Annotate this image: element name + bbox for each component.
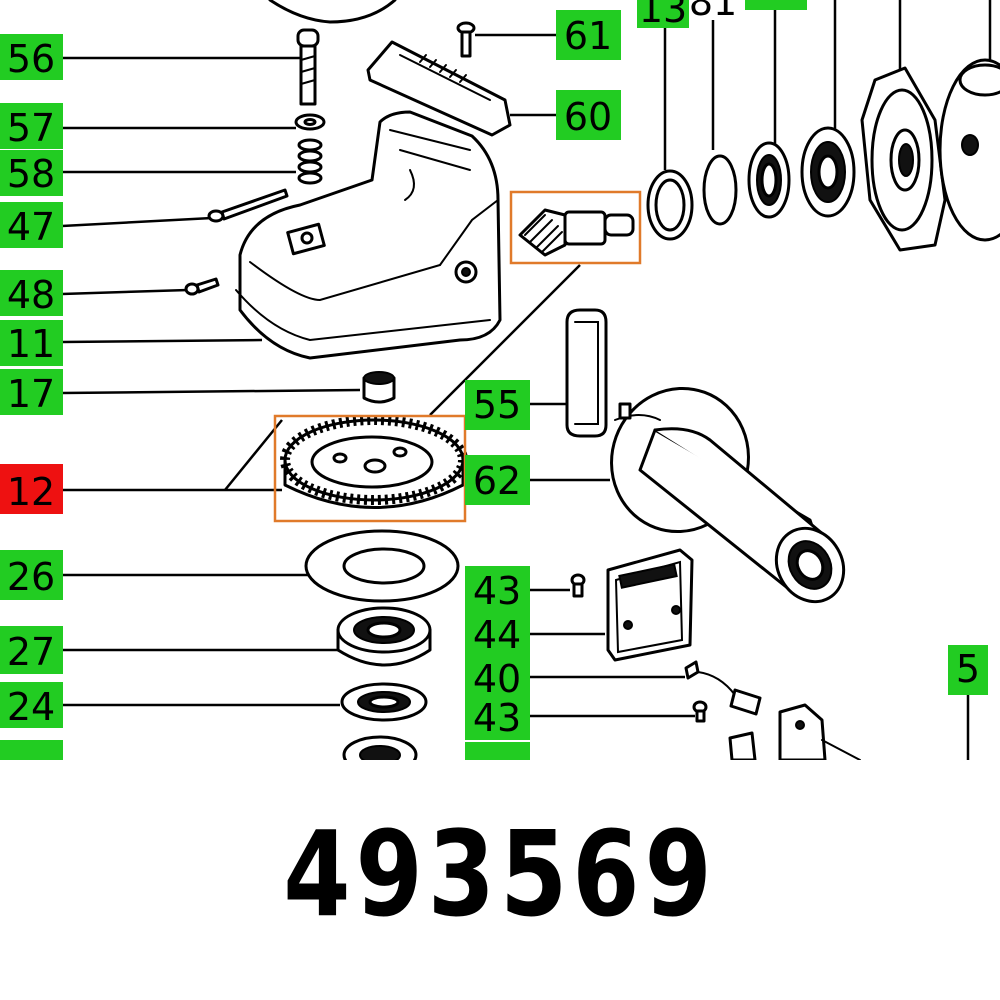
- part-labels: 56 57 58 47 48 11 17 12: [0, 0, 988, 760]
- svg-text:56: 56: [7, 37, 55, 81]
- label-11[interactable]: 11: [0, 320, 63, 366]
- svg-text:26: 26: [7, 555, 55, 599]
- bearing-part-27: [336, 606, 432, 667]
- label-17[interactable]: 17: [0, 369, 63, 416]
- label-5[interactable]: 5: [948, 645, 988, 695]
- svg-text:43: 43: [473, 569, 521, 613]
- o-ring-part-81: [702, 154, 738, 226]
- screw-part-43-lower: [692, 700, 708, 723]
- ring-part-top-3: [747, 141, 791, 219]
- side-handle-part-62: [610, 386, 846, 604]
- svg-text:60: 60: [564, 95, 612, 139]
- ring-part-24: [340, 682, 428, 722]
- svg-text:17: 17: [7, 372, 55, 416]
- svg-text:13: 13: [639, 0, 687, 31]
- screw-part-56: [296, 28, 320, 106]
- svg-text:55: 55: [473, 383, 521, 427]
- svg-text:27: 27: [7, 630, 55, 674]
- cover-part-60: [366, 40, 512, 137]
- svg-text:81: 81: [689, 0, 737, 24]
- svg-text:11: 11: [7, 322, 55, 366]
- svg-text:48: 48: [7, 273, 55, 317]
- label-62[interactable]: 62: [465, 455, 530, 505]
- label-55[interactable]: 55: [465, 380, 530, 430]
- clip-part-55: [565, 308, 608, 438]
- label-partial-bottom: [465, 742, 530, 760]
- pinion-gear: [518, 208, 635, 257]
- flange-part-top-5: [860, 66, 947, 252]
- washer-part-57: [294, 113, 326, 131]
- label-13[interactable]: 13: [637, 0, 689, 31]
- ring-part-13: [646, 169, 694, 241]
- leader-lines: [61, 0, 992, 760]
- label-44[interactable]: 44: [465, 612, 530, 657]
- pinion-highlight-box: [509, 190, 642, 265]
- label-47[interactable]: 47: [0, 202, 63, 249]
- svg-text:5: 5: [956, 647, 980, 691]
- top-housing-fragment: [268, 0, 397, 24]
- svg-text:44: 44: [473, 613, 521, 657]
- svg-text:40: 40: [473, 657, 521, 701]
- gear-housing-part-11: [235, 110, 502, 360]
- label-57[interactable]: 57: [0, 103, 63, 150]
- label-16-partial: [0, 740, 63, 760]
- label-27[interactable]: 27: [0, 626, 63, 674]
- label-48[interactable]: 48: [0, 270, 63, 317]
- spring-part-58: [297, 138, 323, 185]
- washer-part-26: [304, 529, 460, 603]
- label-43-lower[interactable]: 43: [465, 696, 530, 740]
- disc-part-top-6: [938, 58, 1000, 242]
- svg-text:58: 58: [7, 152, 55, 196]
- label-56[interactable]: 56: [0, 34, 63, 81]
- screw-part-47: [207, 188, 289, 223]
- svg-text:24: 24: [7, 685, 55, 729]
- carbon-brush-part-40: [684, 660, 762, 716]
- label-12-selected[interactable]: 12: [0, 464, 63, 514]
- label-40[interactable]: 40: [465, 656, 530, 701]
- switch-cover-part-44: [606, 548, 694, 662]
- label-26[interactable]: 26: [0, 550, 63, 600]
- svg-text:47: 47: [7, 205, 55, 249]
- bearing-part-top-4: [800, 126, 856, 218]
- svg-text:62: 62: [473, 459, 521, 503]
- svg-text:43: 43: [473, 696, 521, 740]
- svg-text:12: 12: [7, 470, 55, 514]
- article-number: 493569: [283, 805, 717, 943]
- label-60[interactable]: 60: [556, 90, 621, 140]
- bracket-fragment: [728, 703, 861, 760]
- bevel-gear-part-12: [280, 415, 468, 509]
- label-43-upper[interactable]: 43: [465, 566, 530, 613]
- label-81[interactable]: 81: [689, 0, 738, 24]
- screw-part-61: [456, 21, 476, 58]
- label-24[interactable]: 24: [0, 682, 63, 729]
- svg-text:57: 57: [7, 106, 55, 150]
- screw-part-43-upper: [570, 573, 586, 598]
- screw-part-48: [184, 277, 220, 296]
- label-58[interactable]: 58: [0, 150, 63, 196]
- bearing-part-16: [342, 735, 418, 760]
- bushing-part-17: [362, 371, 396, 404]
- label-partial-top-3: [745, 0, 807, 10]
- label-61[interactable]: 61: [556, 10, 621, 60]
- exploded-parts-diagram: 56 57 58 47 48 11 17 12: [0, 0, 1000, 760]
- svg-text:61: 61: [564, 14, 612, 58]
